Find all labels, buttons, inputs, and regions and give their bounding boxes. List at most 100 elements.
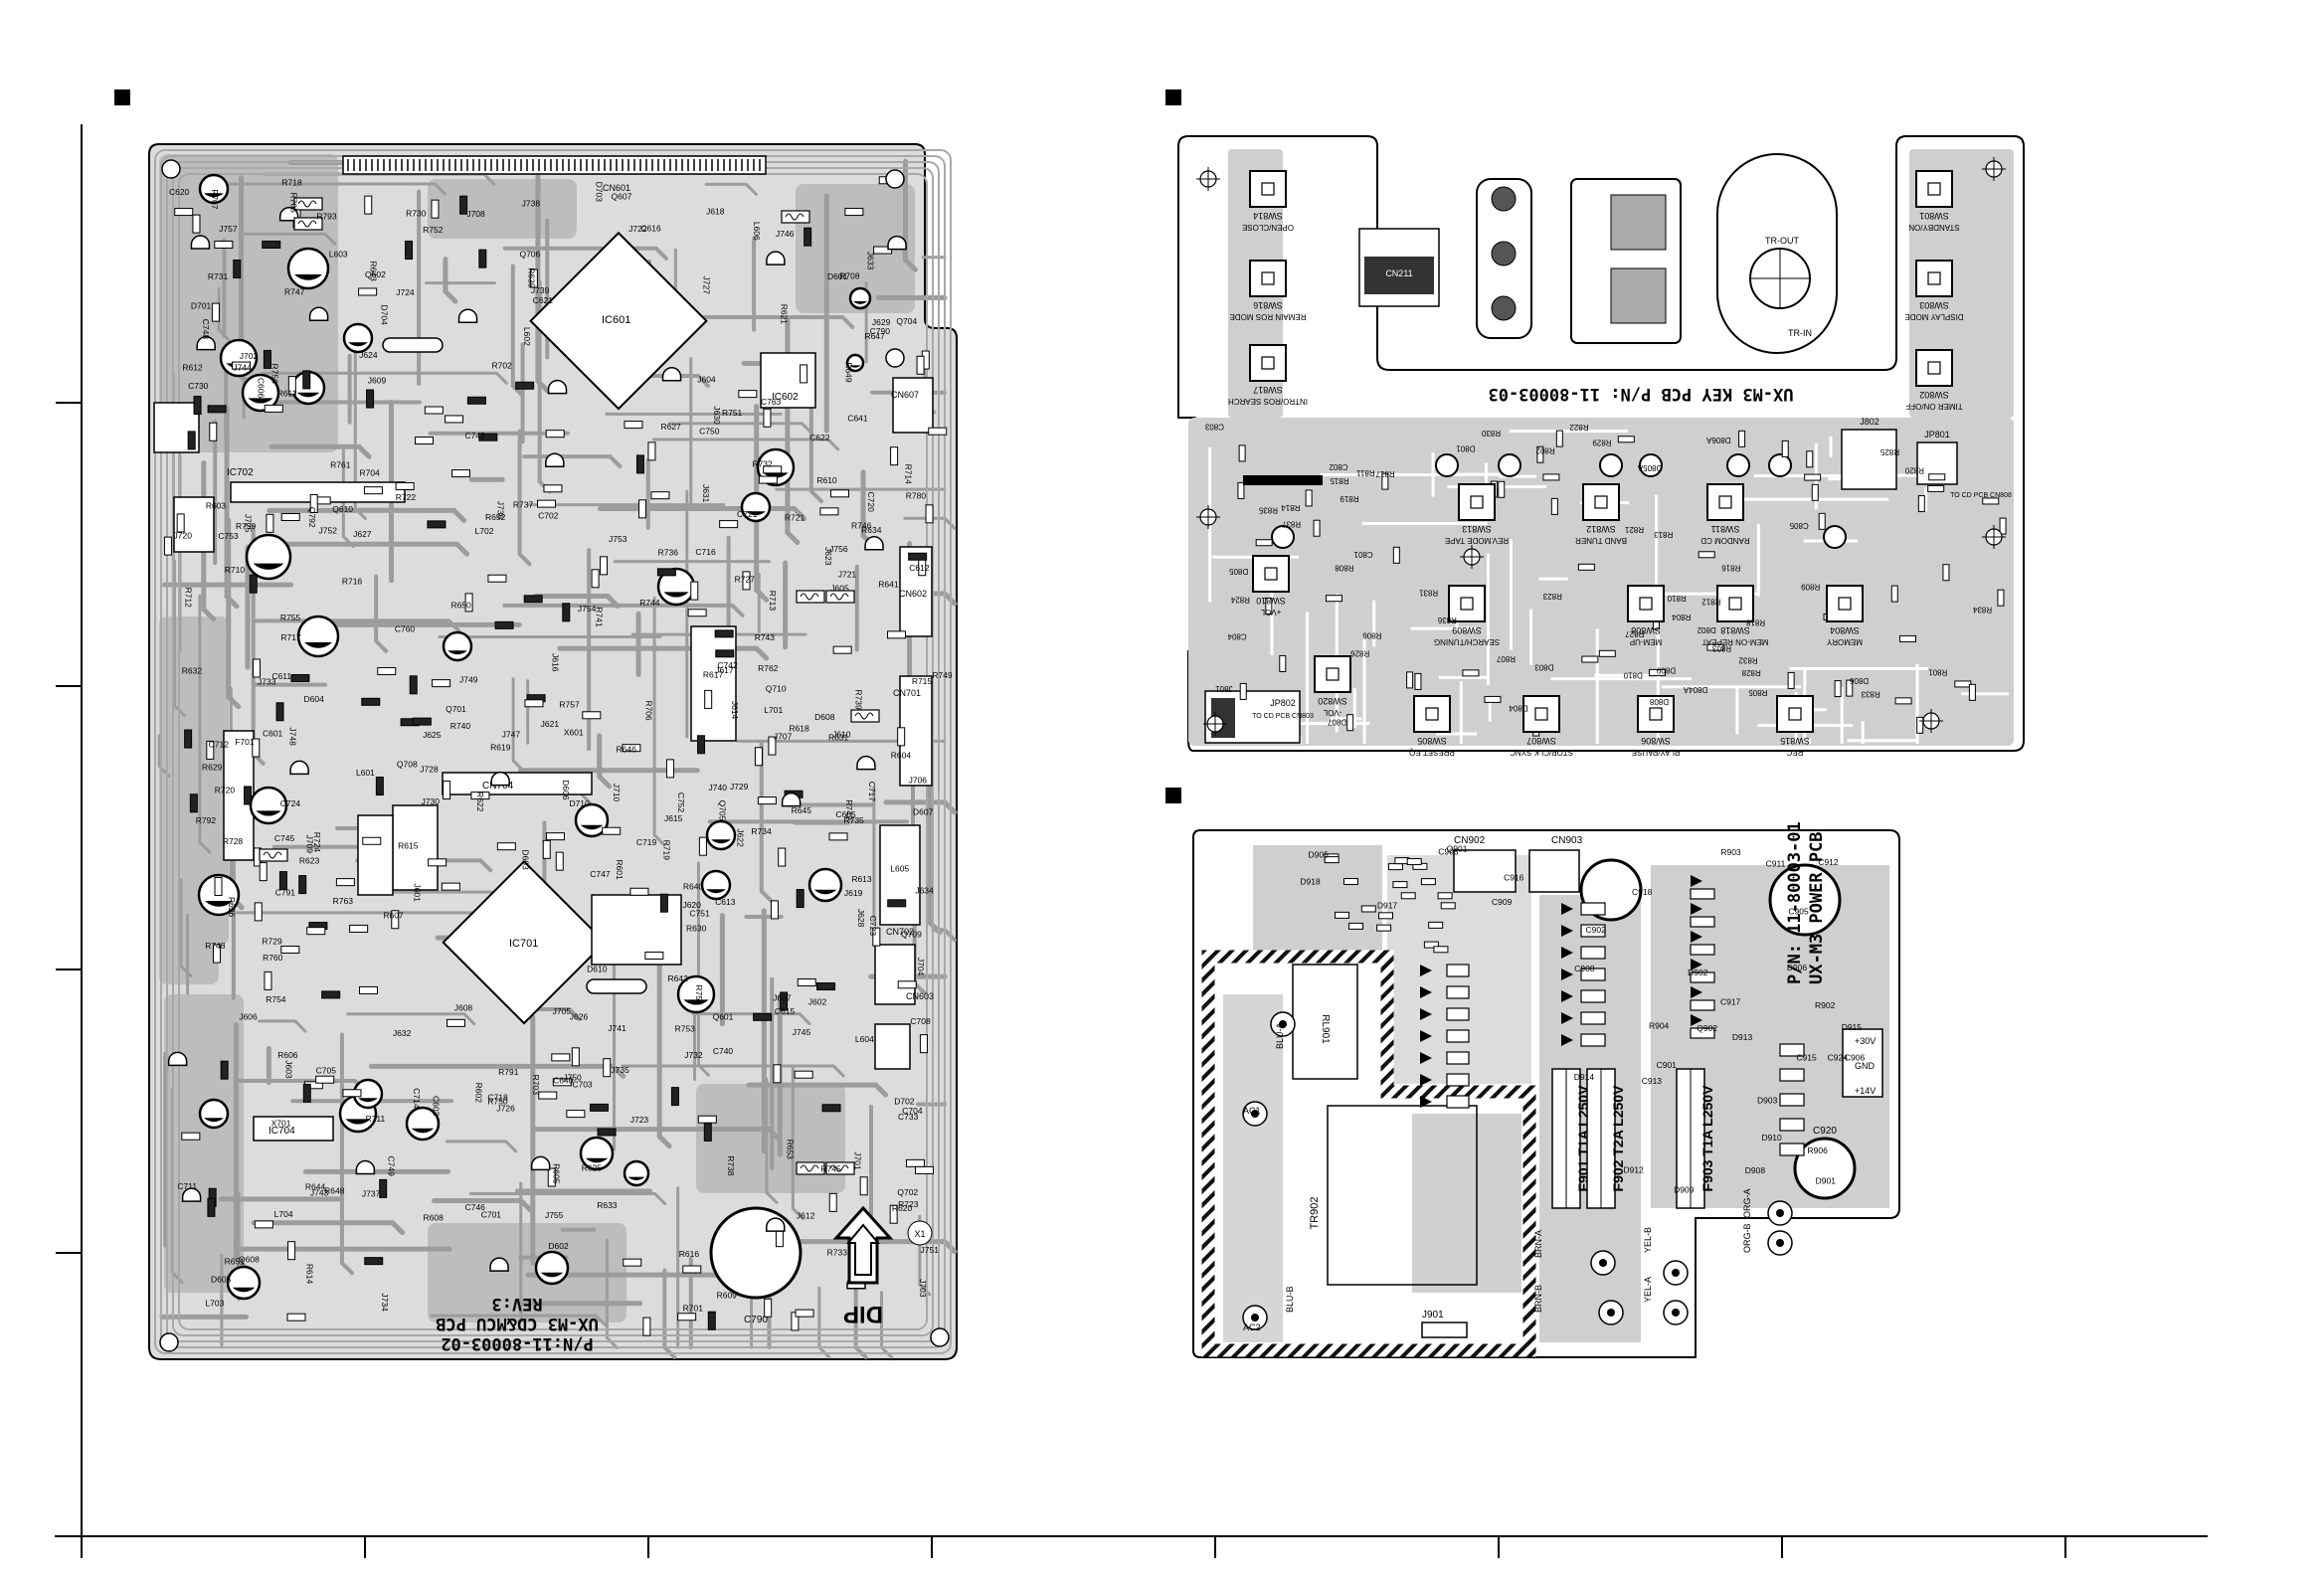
svg-text:R632: R632	[182, 666, 203, 676]
svg-text:R629: R629	[202, 762, 223, 772]
svg-text:R729: R729	[262, 937, 282, 947]
jp802-connector: JP802 TO CD PCB CN803	[1204, 690, 1314, 744]
svg-text:J612: J612	[797, 1211, 815, 1221]
svg-text:SW802: SW802	[1919, 390, 1949, 400]
svg-text:OPEN/CLOSE: OPEN/CLOSE	[1242, 223, 1294, 232]
svg-text:DISPLAY MODE: DISPLAY MODE	[1904, 312, 1963, 321]
svg-text:Q706: Q706	[519, 250, 540, 260]
svg-text:D805: D805	[1229, 567, 1249, 576]
svg-text:C712: C712	[209, 740, 230, 750]
svg-text:J614: J614	[730, 701, 740, 720]
svg-text:J725: J725	[243, 514, 253, 533]
svg-text:C740: C740	[713, 1046, 734, 1056]
section-marker-key	[1165, 89, 1181, 105]
svg-text:D809: D809	[1656, 665, 1676, 674]
svg-text:R731: R731	[208, 271, 229, 281]
svg-text:R750: R750	[487, 1096, 508, 1106]
svg-text:Q792: Q792	[307, 507, 317, 528]
svg-text:Q708: Q708	[397, 760, 418, 770]
svg-text:R616: R616	[679, 1249, 700, 1259]
svg-text:R822: R822	[1569, 423, 1589, 432]
svg-text:+VOL: +VOL	[1260, 608, 1281, 616]
svg-text:R827: R827	[1625, 629, 1645, 638]
cn902-connector: CN902	[1453, 835, 1517, 893]
svg-text:R645: R645	[792, 805, 812, 815]
svg-text:R741: R741	[594, 607, 604, 627]
svg-text:C703: C703	[572, 1080, 593, 1090]
svg-text:D912: D912	[1623, 1164, 1644, 1174]
svg-text:IC601: IC601	[602, 314, 630, 326]
svg-text:IC704: IC704	[268, 1126, 295, 1137]
svg-text:SW806: SW806	[1641, 736, 1671, 746]
svg-text:R812: R812	[1701, 597, 1721, 606]
svg-text:J701: J701	[852, 1151, 862, 1170]
svg-text:STOP/CLK SYNC: STOP/CLK SYNC	[1510, 748, 1573, 757]
svg-text:J901: J901	[1422, 1310, 1444, 1321]
svg-text:D602: D602	[548, 1241, 569, 1251]
svg-text:C750: C750	[699, 426, 720, 436]
svg-text:CN211: CN211	[1385, 268, 1412, 278]
svg-text:C605: C605	[835, 809, 856, 819]
svg-text:R754: R754	[266, 994, 286, 1004]
svg-text:BAND TUNER: BAND TUNER	[1575, 536, 1627, 545]
svg-text:C802: C802	[1329, 462, 1348, 471]
svg-text:R627: R627	[660, 422, 681, 432]
svg-text:J706: J706	[909, 775, 928, 785]
svg-text:J627: J627	[353, 529, 372, 539]
svg-text:J702: J702	[240, 351, 259, 361]
svg-text:R721: R721	[785, 513, 805, 523]
svg-text:R760: R760	[263, 953, 283, 963]
svg-text:R717: R717	[280, 632, 301, 642]
svg-text:L603: L603	[329, 249, 348, 259]
svg-text:+14V: +14V	[1855, 1086, 1876, 1096]
svg-text:J726: J726	[496, 1103, 515, 1113]
svg-text:J757: J757	[219, 224, 238, 234]
power-pcb-title: P/N: 11-80003-01 UX-M3 POWER PCB	[1785, 821, 1827, 984]
svg-text:L604: L604	[855, 1034, 874, 1044]
svg-text:R718: R718	[281, 178, 302, 188]
svg-text:R715: R715	[912, 676, 933, 686]
svg-text:R602: R602	[474, 1083, 484, 1104]
svg-text:J746: J746	[776, 229, 795, 239]
svg-text:D914: D914	[1574, 1072, 1595, 1082]
svg-text:R607: R607	[383, 911, 404, 921]
svg-text:TR-IN: TR-IN	[1788, 328, 1812, 338]
c790-label: C790	[744, 1315, 768, 1325]
svg-text:Q607: Q607	[612, 192, 632, 202]
svg-text:J744: J744	[233, 363, 252, 373]
svg-text:R904: R904	[1649, 1021, 1670, 1031]
svg-text:C717: C717	[867, 782, 877, 802]
svg-text:R744: R744	[639, 598, 660, 608]
svg-text:D902: D902	[1688, 968, 1708, 977]
svg-text:C613: C613	[715, 897, 736, 907]
svg-text:R817: R817	[1375, 469, 1395, 478]
svg-text:R757: R757	[559, 699, 580, 709]
svg-text:C711: C711	[177, 1181, 197, 1191]
svg-text:C805: C805	[1789, 521, 1809, 530]
svg-text:R712: R712	[184, 588, 194, 609]
svg-text:C747: C747	[590, 869, 611, 879]
svg-text:J730: J730	[422, 796, 441, 806]
svg-text:D603: D603	[521, 849, 531, 870]
svg-text:Q705: Q705	[718, 800, 728, 821]
svg-text:D702: D702	[894, 1096, 915, 1106]
svg-text:D918: D918	[1300, 877, 1321, 887]
svg-text:J751: J751	[921, 1245, 940, 1255]
section-marker-power	[1165, 788, 1181, 803]
svg-text:SW803: SW803	[1919, 300, 1949, 310]
svg-text:AC2: AC2	[1243, 1322, 1261, 1332]
svg-text:R739: R739	[854, 689, 864, 710]
svg-text:J704: J704	[916, 958, 926, 976]
svg-text:C748: C748	[201, 319, 211, 340]
svg-text:J631: J631	[701, 484, 711, 503]
key-pcb: CN211 TR-OUT TR-IN JP802 TO CD PCB CN803…	[1177, 135, 2025, 757]
svg-text:D807: D807	[1327, 718, 1346, 727]
svg-text:D810: D810	[1623, 670, 1643, 679]
svg-text:X601: X601	[564, 728, 584, 738]
svg-text:C911: C911	[1766, 859, 1786, 869]
svg-text:CN704: CN704	[482, 781, 514, 792]
svg-text:BLU-A: BLU-A	[1275, 1022, 1285, 1049]
svg-text:J743: J743	[310, 1188, 329, 1198]
svg-text:J747: J747	[502, 730, 521, 740]
svg-text:R835: R835	[1258, 505, 1278, 514]
